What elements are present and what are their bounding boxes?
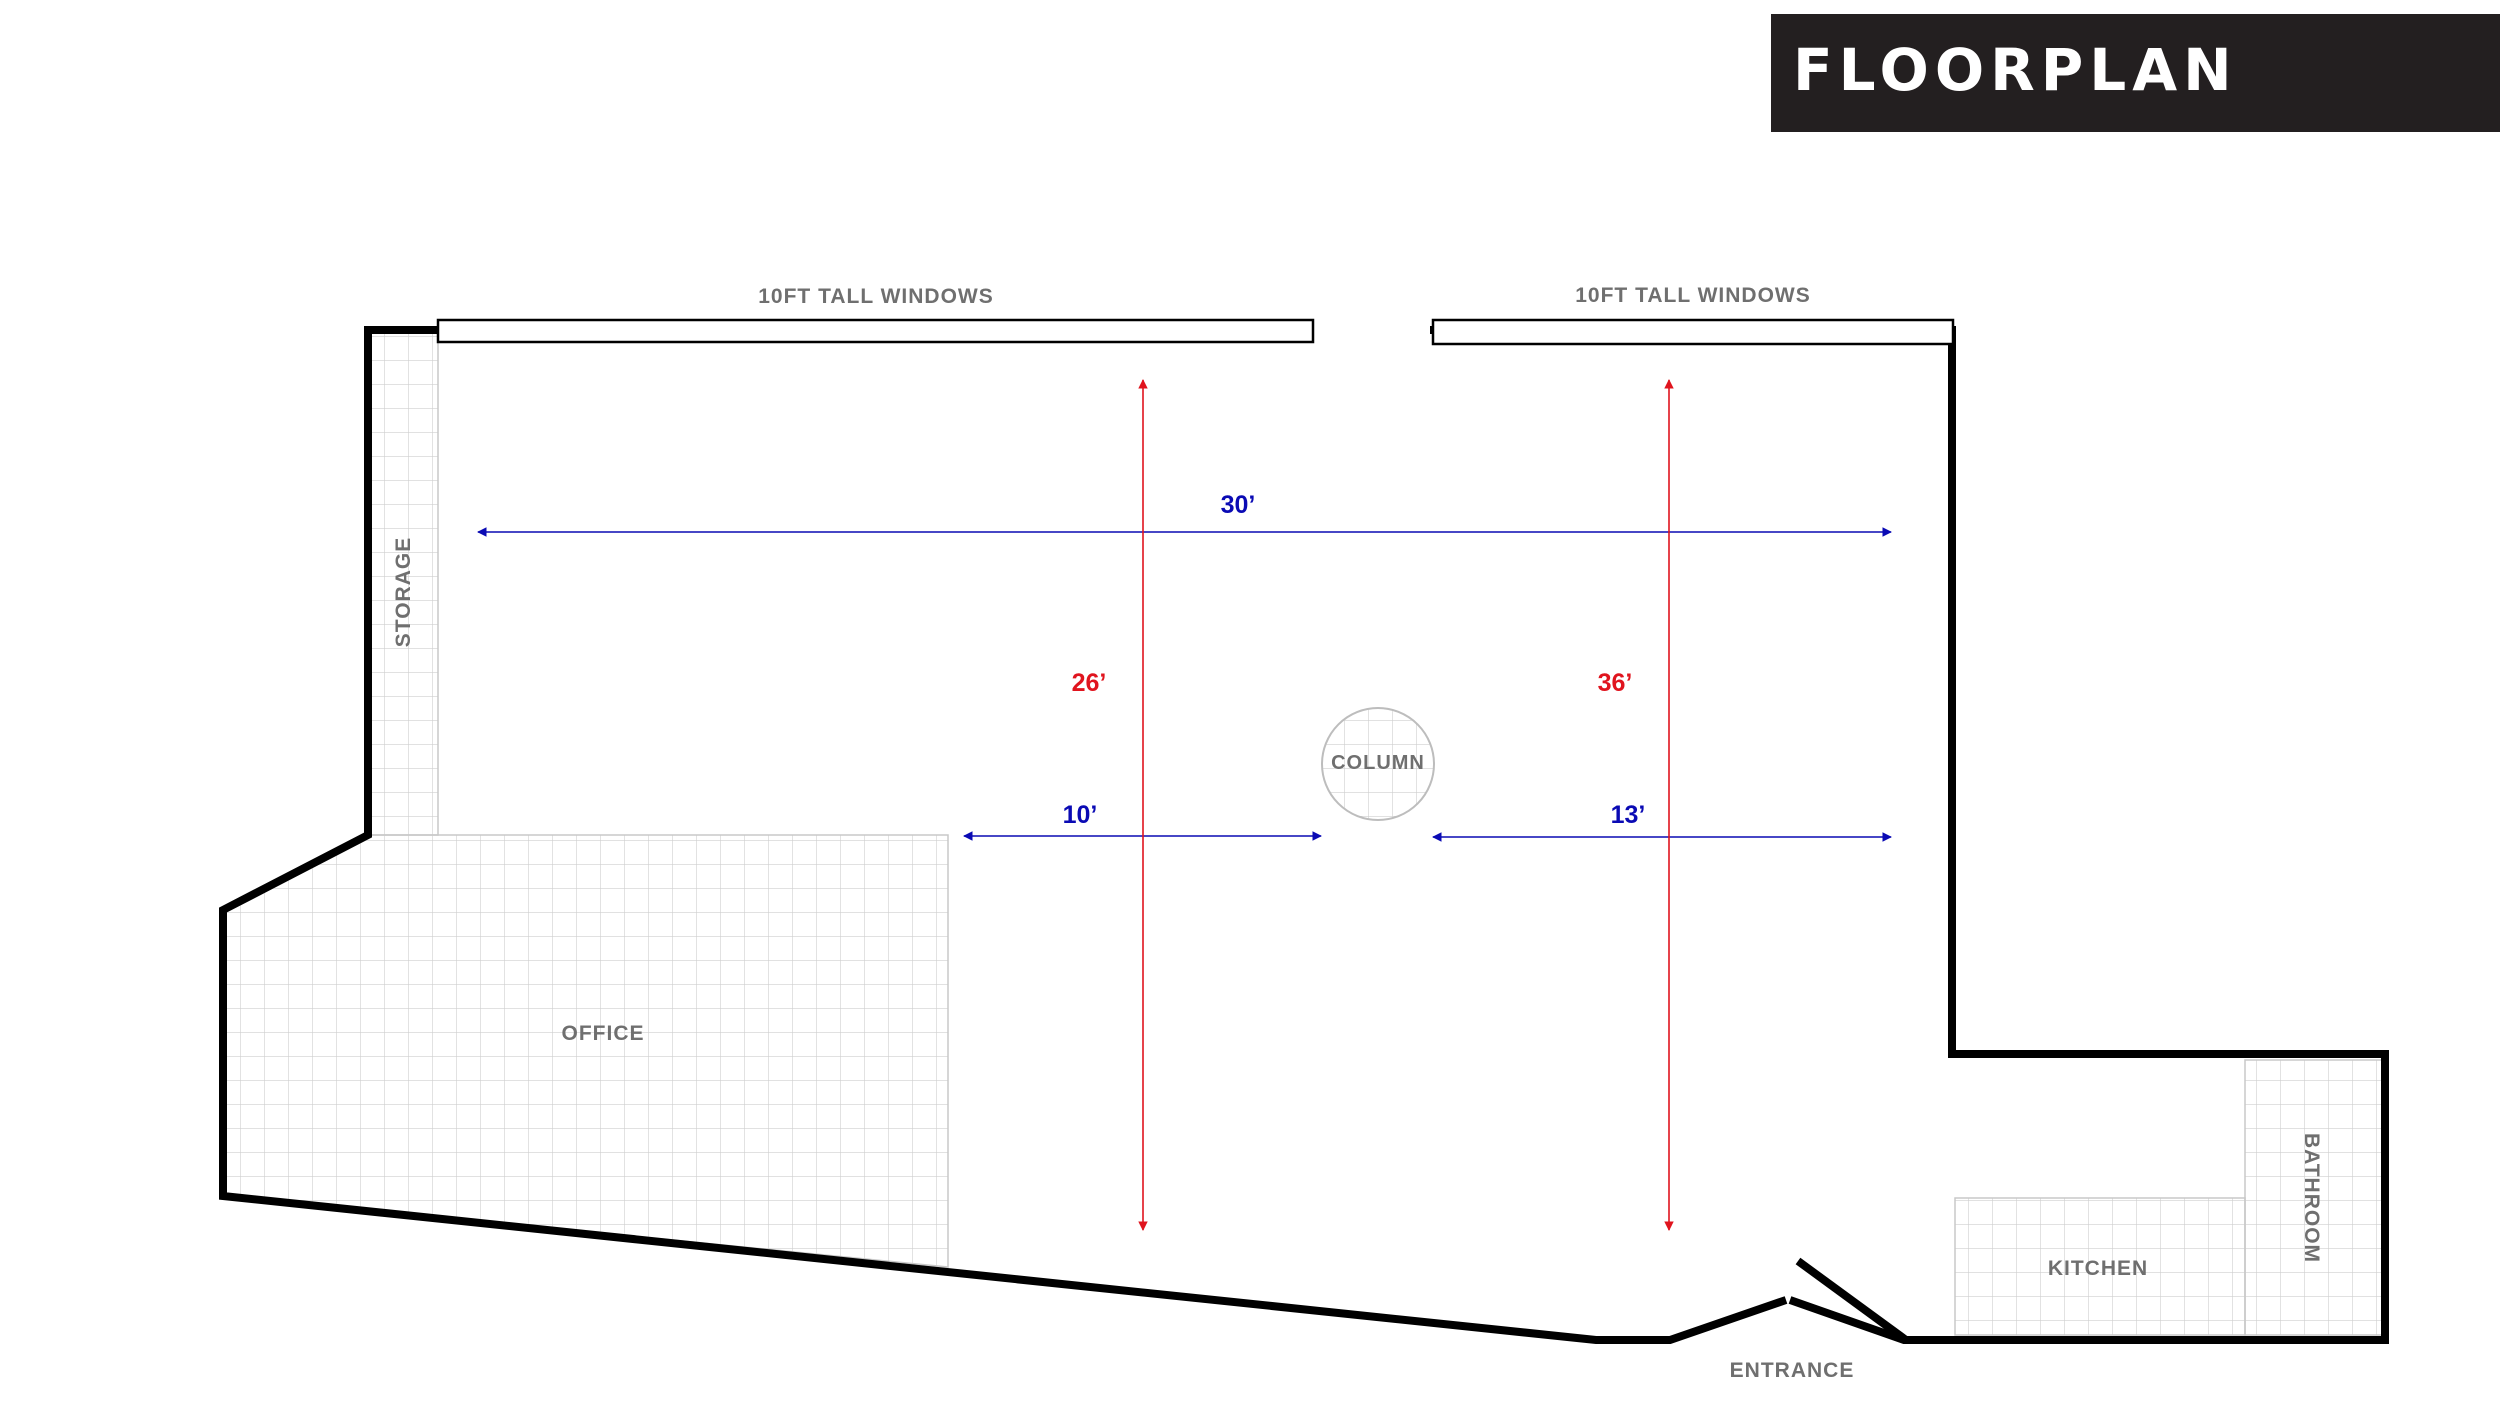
exterior-wall-left-path <box>219 326 1788 1344</box>
dimension-label-13ft: 13’ <box>1611 801 1646 829</box>
page-title: FLOORPLAN <box>1793 36 2238 104</box>
office-label: OFFICE <box>562 1022 645 1045</box>
column-label: COLUMN <box>1331 752 1425 774</box>
window-right-label: 10FT TALL WINDOWS <box>1575 284 1811 307</box>
dimension-label-30ft: 30’ <box>1221 491 1256 519</box>
entrance-door <box>1795 1257 1909 1344</box>
window-left <box>436 318 1315 344</box>
kitchen-label: KITCHEN <box>2048 1257 2148 1280</box>
dimension-label-26ft: 26’ <box>1072 669 1107 697</box>
bathroom-label: BATHROOM <box>2300 1133 2323 1263</box>
window-right <box>1431 318 1955 346</box>
office-room <box>222 834 949 1268</box>
window-left-label: 10FT TALL WINDOWS <box>758 285 994 308</box>
exterior-wall-main-path <box>1430 326 2389 1344</box>
dimension-label-36ft: 36’ <box>1598 669 1633 697</box>
storage-label: STORAGE <box>392 537 415 647</box>
title-banner <box>1771 14 2500 132</box>
column-shape <box>1321 707 1435 821</box>
dimension-label-10ft: 10’ <box>1063 801 1098 829</box>
entrance-label: ENTRANCE <box>1730 1359 1855 1382</box>
